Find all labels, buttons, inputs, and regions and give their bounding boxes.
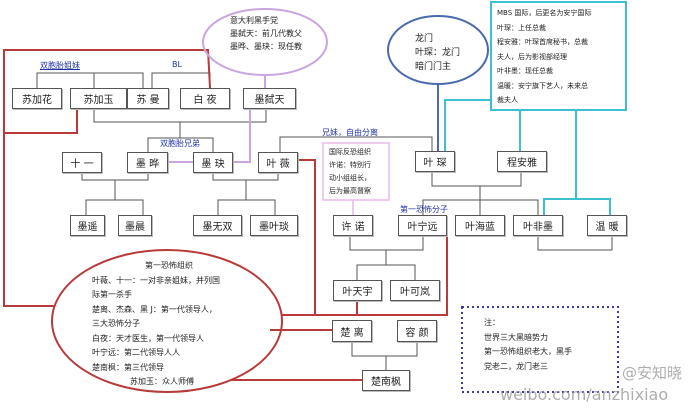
person-moshitian: 墨弑天: [243, 88, 296, 109]
note-line: 第一恐怖组织: [145, 261, 193, 270]
note-line: 后为最高督察: [329, 187, 371, 195]
person-baiye: 白 夜: [180, 88, 230, 109]
person-yehailan: 叶海蓝: [455, 215, 505, 236]
note-footnote: 注： 世界三大黑暗势力 第一恐怖组织老大，黑手 党老二，龙门老三: [484, 316, 572, 374]
person-yechen: 叶 琛: [415, 151, 455, 172]
note-mafia: 意大利黑手党 墨弑天：前几代教父 墨晔、墨玦：现任教: [230, 14, 302, 53]
label-twin-brothers: 双胞胎兄弟: [160, 139, 200, 148]
note-mbs: MBS 国际，后更名为安宁国际 叶琛：上任总裁 程安雅：叶琛首席秘书，总裁 夫人…: [497, 6, 591, 108]
note-line: 叶琛：上任总裁: [497, 23, 546, 32]
note-line: 叶琛：龙门: [415, 48, 461, 58]
note-line: 墨晔、墨玦：现任教: [230, 42, 302, 51]
person-wennuan: 温 暖: [587, 215, 627, 236]
note-antiterror: 国际反恐组织 许诺：特别行 动小组组长， 后为最高督察: [329, 146, 371, 198]
person-yeningyuan: 叶宁远: [398, 215, 447, 236]
note-longmen: 龙门 叶琛：龙门 暗门门主: [415, 32, 460, 74]
label-siblings: 兄妹，自由分离: [322, 128, 378, 137]
note-line: 白夜：天才医生，第一代领导人: [92, 333, 204, 343]
note-line: 三大恐怖分子: [92, 319, 140, 328]
watermark-handle: @安知晓: [622, 364, 683, 382]
note-line: MBS 国际，后更名为安宁国际: [497, 9, 592, 17]
person-mowushuang: 墨无双: [193, 215, 242, 236]
note-line: 第一恐怖组织老大，黑手: [484, 347, 572, 356]
note-line: 叶非墨：现任总裁: [497, 67, 553, 75]
person-chuli: 楚 离: [332, 320, 372, 342]
person-moyeyan: 墨叶琰: [250, 215, 298, 236]
person-moyao: 墨遥: [70, 215, 105, 236]
note-line: 苏加玉：众人师傅: [130, 377, 194, 386]
note-line: 叶薇、十一：一对非亲姐妹，并列国: [92, 275, 220, 285]
note-line: 程安雅：叶琛首席秘书，总裁: [497, 38, 588, 46]
label-bl: BL: [172, 60, 182, 69]
note-line: 国际反恐组织: [329, 148, 371, 156]
note-line: 注：: [484, 318, 500, 327]
note-line: 夫人，后为影视部经理: [497, 52, 567, 61]
person-yefeimo: 叶非墨: [513, 215, 563, 236]
person-shiyi: 十 一: [62, 152, 102, 173]
note-line: 裁夫人: [497, 96, 518, 104]
person-rongyan: 容 颜: [397, 320, 437, 342]
note-line: 际第一杀手: [92, 290, 132, 299]
person-mochen: 墨晨: [118, 215, 152, 236]
note-line: 暗门门主: [415, 62, 452, 72]
person-mojue: 墨 玦: [193, 152, 233, 173]
note-line: 楚离、杰森、黑 J：第一代领导人，: [92, 304, 217, 314]
person-chenganya: 程安雅: [497, 151, 547, 172]
person-sujiayu: 苏加玉: [70, 88, 127, 109]
note-line: 许诺：特别行: [329, 161, 371, 169]
person-yewei: 叶 薇: [258, 152, 298, 173]
person-moye: 墨 晔: [127, 152, 168, 173]
note-line: 楚南枫：第三代领导: [92, 362, 164, 372]
note-line: 墨弑天：前几代教父: [230, 29, 302, 38]
person-sujiahua: 苏加花: [12, 88, 62, 109]
note-line: 叶宁远：第二代领导人人: [92, 348, 180, 357]
person-chunanfeng: 楚南枫: [362, 370, 410, 391]
label-first-terrorist: 第一恐怖分子: [400, 205, 448, 214]
person-yekelan: 叶可岚: [390, 280, 440, 301]
label-twin-sisters: 双胞胎姐妹: [40, 61, 80, 70]
person-suman: 苏 曼: [127, 88, 169, 109]
note-line: 意大利黑手党: [230, 16, 278, 25]
person-xunuo: 许 诺: [333, 215, 373, 236]
person-yetianyu: 叶天宇: [333, 280, 382, 301]
note-line: 世界三大黑暗势力: [484, 332, 548, 342]
note-line: 动小组组长，: [329, 174, 371, 182]
note-line: 温暖：安宁旗下艺人，未来总: [497, 81, 588, 90]
note-terror-org: 第一恐怖组织 叶薇、十一：一对非亲姐妹，并列国 际第一杀手 楚离、杰森、黑 J：…: [92, 259, 220, 390]
note-line: 党老二，龙门老三: [484, 361, 548, 371]
note-line: 龙门: [415, 34, 434, 44]
watermark-url: weibo.com/anzhixiao: [500, 385, 669, 404]
